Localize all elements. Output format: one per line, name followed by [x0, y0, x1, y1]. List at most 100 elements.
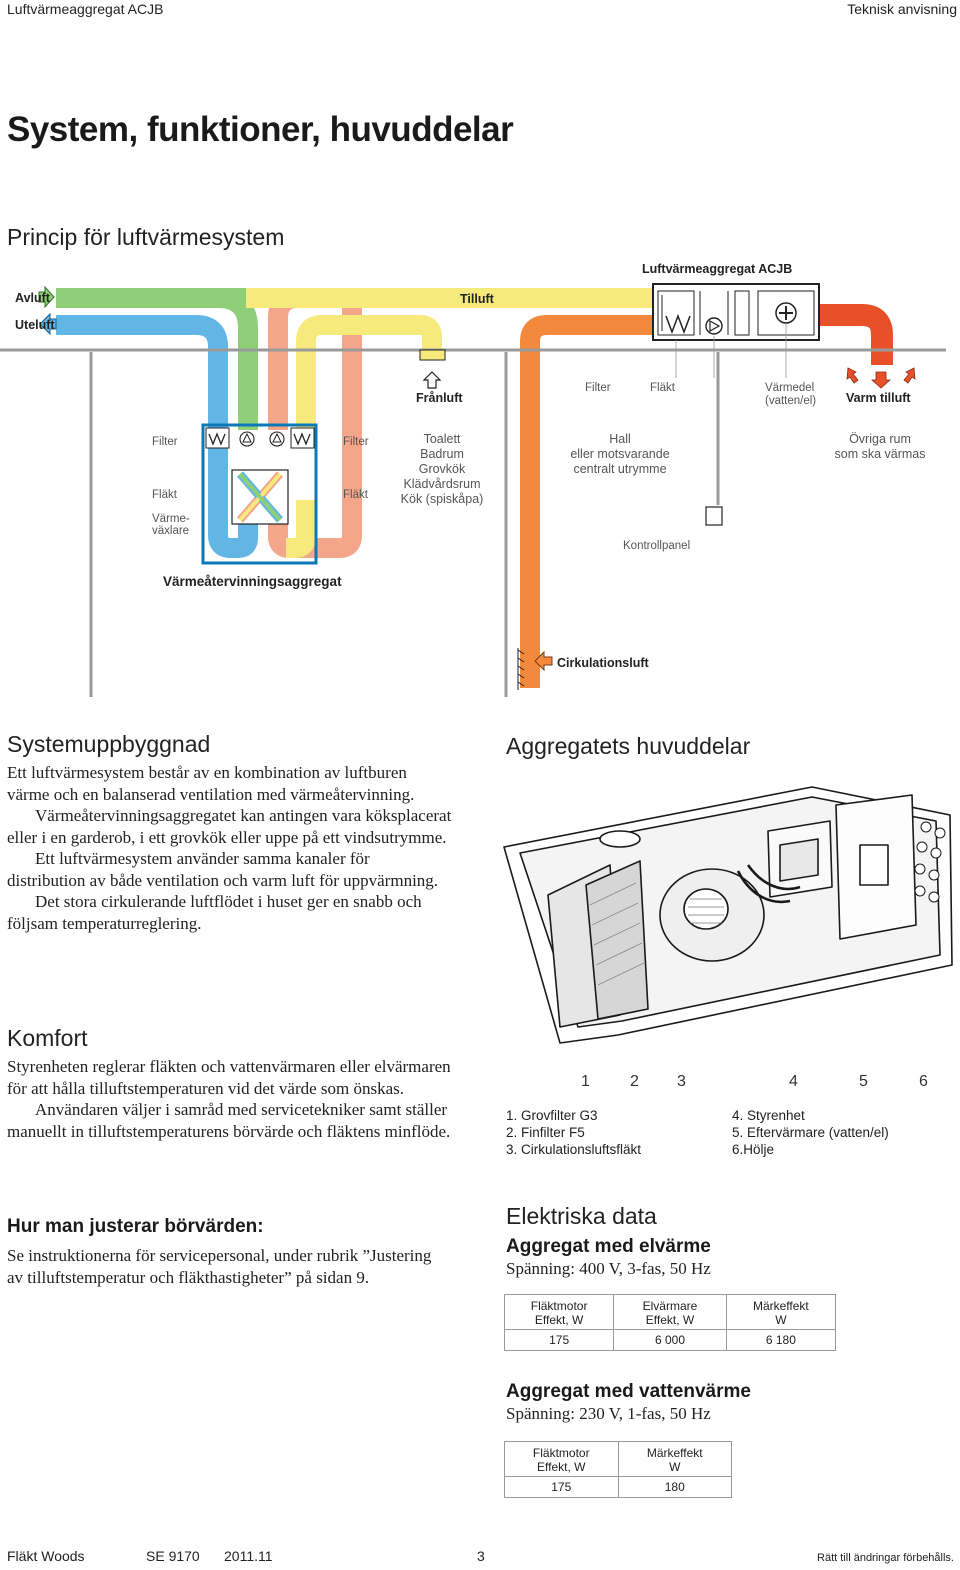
- varm-tilluft-arrows-icon: [846, 367, 916, 389]
- part-number: 6: [919, 1073, 928, 1090]
- paragraph: Ett luftvärmesystem använder samma kanal…: [7, 849, 439, 890]
- duct-blue: [56, 315, 258, 558]
- label-varmedel-line1: Värmedel: [765, 382, 815, 394]
- aggregat-box: [652, 283, 820, 341]
- label-filter-agg: Filter: [585, 382, 611, 394]
- label-varmevaxlare-1: Värme-: [152, 513, 190, 525]
- label-varmevaxlare: Värme- växlare: [152, 513, 190, 537]
- rooms-wet: Toalett Badrum Grovkök Klädvårdsrum Kök …: [390, 432, 494, 507]
- table-row: 175 6 000 6 180: [503, 1329, 837, 1351]
- list-item: 1. Grovfilter G3: [506, 1108, 598, 1123]
- part-number: 5: [859, 1073, 868, 1090]
- label-aggregat: Luftvärmeaggregat ACJB: [642, 262, 793, 276]
- label-vatervinning: Värmeåtervinningsaggregat: [163, 574, 342, 589]
- label-filter-left: Filter: [152, 436, 178, 448]
- part-numbers: 1 2 3 4 5 6: [581, 1073, 941, 1093]
- duct-yellow: [284, 500, 316, 558]
- huvuddelar-heading: Aggregatets huvuddelar: [506, 733, 751, 759]
- label-avluft: Avluft: [15, 291, 50, 305]
- unit-illustration: [503, 786, 953, 1044]
- footer-note: Rätt till ändringar förbehålls.: [817, 1552, 954, 1564]
- list-item: 3. Cirkulationsluftsfläkt: [506, 1142, 642, 1157]
- page-title: System, funktioner, huvuddelar: [7, 110, 514, 149]
- leader-lines: [675, 324, 787, 378]
- heater-plus-icon: [775, 302, 797, 324]
- komfort-heading: Komfort: [7, 1025, 88, 1051]
- table-cell: 175: [504, 1476, 619, 1498]
- paragraph: Värmeåtervinningsaggregatet kan antingen…: [7, 806, 452, 847]
- label-filter-right: Filter: [343, 436, 369, 448]
- header-line: Elvärmare: [642, 1299, 698, 1313]
- label-varmevaxlare-2: växlare: [152, 525, 190, 537]
- cirkulation-grille: [517, 648, 525, 690]
- duct-orange: [520, 315, 654, 688]
- room-label: Grovkök: [418, 462, 466, 476]
- justera-heading: Hur man justerar börvärden:: [7, 1216, 264, 1237]
- header-line: Effekt, W: [534, 1313, 584, 1327]
- room-label: Badrum: [420, 447, 464, 461]
- systemuppbyggnad-heading: Systemuppbyggnad: [7, 731, 211, 757]
- building-frame: [0, 348, 946, 697]
- table-cell: 175: [503, 1329, 615, 1351]
- list-item: 6.Hölje: [732, 1142, 775, 1157]
- part-number: 3: [677, 1073, 686, 1090]
- footer-date: 2011.11: [224, 1548, 273, 1564]
- list-item: 4. Styrenhet: [732, 1108, 805, 1123]
- rooms-hall: Hall eller motsvarande centralt utrymme: [560, 432, 680, 477]
- systemuppbyggnad-text: Ett luftvärmesystem består av en kombina…: [7, 762, 452, 934]
- table-row: 175 180: [504, 1476, 732, 1498]
- system-diagram: [0, 283, 946, 697]
- filter-icon: [205, 427, 315, 449]
- label-cirkulationsluft: Cirkulationsluft: [557, 656, 649, 670]
- label-varmedel: Värmedel (vatten/el): [765, 382, 816, 408]
- label-tilluft: Tilluft: [460, 292, 494, 306]
- label-flakt-right: Fläkt: [343, 489, 368, 501]
- room-label: centralt utrymme: [573, 462, 667, 476]
- franluft-grille: [419, 349, 446, 361]
- label-varm-tilluft: Varm tilluft: [846, 391, 911, 405]
- label-franluft: Frånluft: [416, 391, 463, 405]
- paragraph: Styrenheten reglerar fläkten och vattenv…: [7, 1057, 451, 1098]
- part-number: 2: [630, 1073, 639, 1090]
- table-cell: 6 180: [725, 1329, 837, 1351]
- room-label: Hall: [609, 432, 631, 446]
- parts-list-left: 1. Grovfilter G3 2. Finfilter F5 3. Cirk…: [506, 1107, 641, 1158]
- small-fan-icon: [239, 431, 285, 447]
- el-heading: Aggregat med elvärme: [506, 1236, 711, 1257]
- elektriska-heading: Elektriska data: [506, 1203, 657, 1229]
- header-line: Fläktmotor: [532, 1446, 590, 1460]
- room-label: eller motsvarande: [570, 447, 670, 461]
- tilluft-band-green: [56, 288, 246, 308]
- room-label: Kök (spiskåpa): [400, 492, 484, 506]
- arrow-left-blue-icon: [39, 312, 57, 336]
- label-varmedel-line2: (vatten/el): [765, 395, 817, 407]
- footer-page-number: 3: [477, 1548, 485, 1564]
- header-line: Effekt, W: [537, 1460, 586, 1474]
- list-item: 2. Finfilter F5: [506, 1125, 585, 1140]
- el-spanning: Spänning: 400 V, 3-fas, 50 Hz: [506, 1259, 711, 1278]
- exchanger-icon: [231, 469, 289, 525]
- vatervinning-unit: [201, 423, 318, 565]
- table-cell: 6 000: [613, 1329, 727, 1351]
- kontrollpanel-box: [705, 506, 723, 526]
- header-line: W: [775, 1313, 787, 1327]
- duct-yellow-upper: [296, 315, 442, 430]
- header-line: Fläktmotor: [530, 1299, 588, 1313]
- part-number: 1: [581, 1073, 590, 1090]
- vatten-spanning: Spänning: 230 V, 1-fas, 50 Hz: [506, 1404, 711, 1423]
- list-item: 5. Eftervärmare (vatten/el): [732, 1125, 889, 1140]
- paragraph: Användaren väljer i samråd med servicete…: [7, 1100, 451, 1141]
- label-kontrollpanel: Kontrollpanel: [623, 540, 691, 552]
- part-number: 4: [789, 1073, 798, 1090]
- header-line: Märkeffekt: [646, 1446, 703, 1460]
- paragraph: Ett luftvärmesystem består av en kombina…: [7, 763, 415, 804]
- paragraph: Det stora cirkulerande luftflödet i huse…: [7, 892, 422, 933]
- table-cell: 180: [617, 1476, 732, 1498]
